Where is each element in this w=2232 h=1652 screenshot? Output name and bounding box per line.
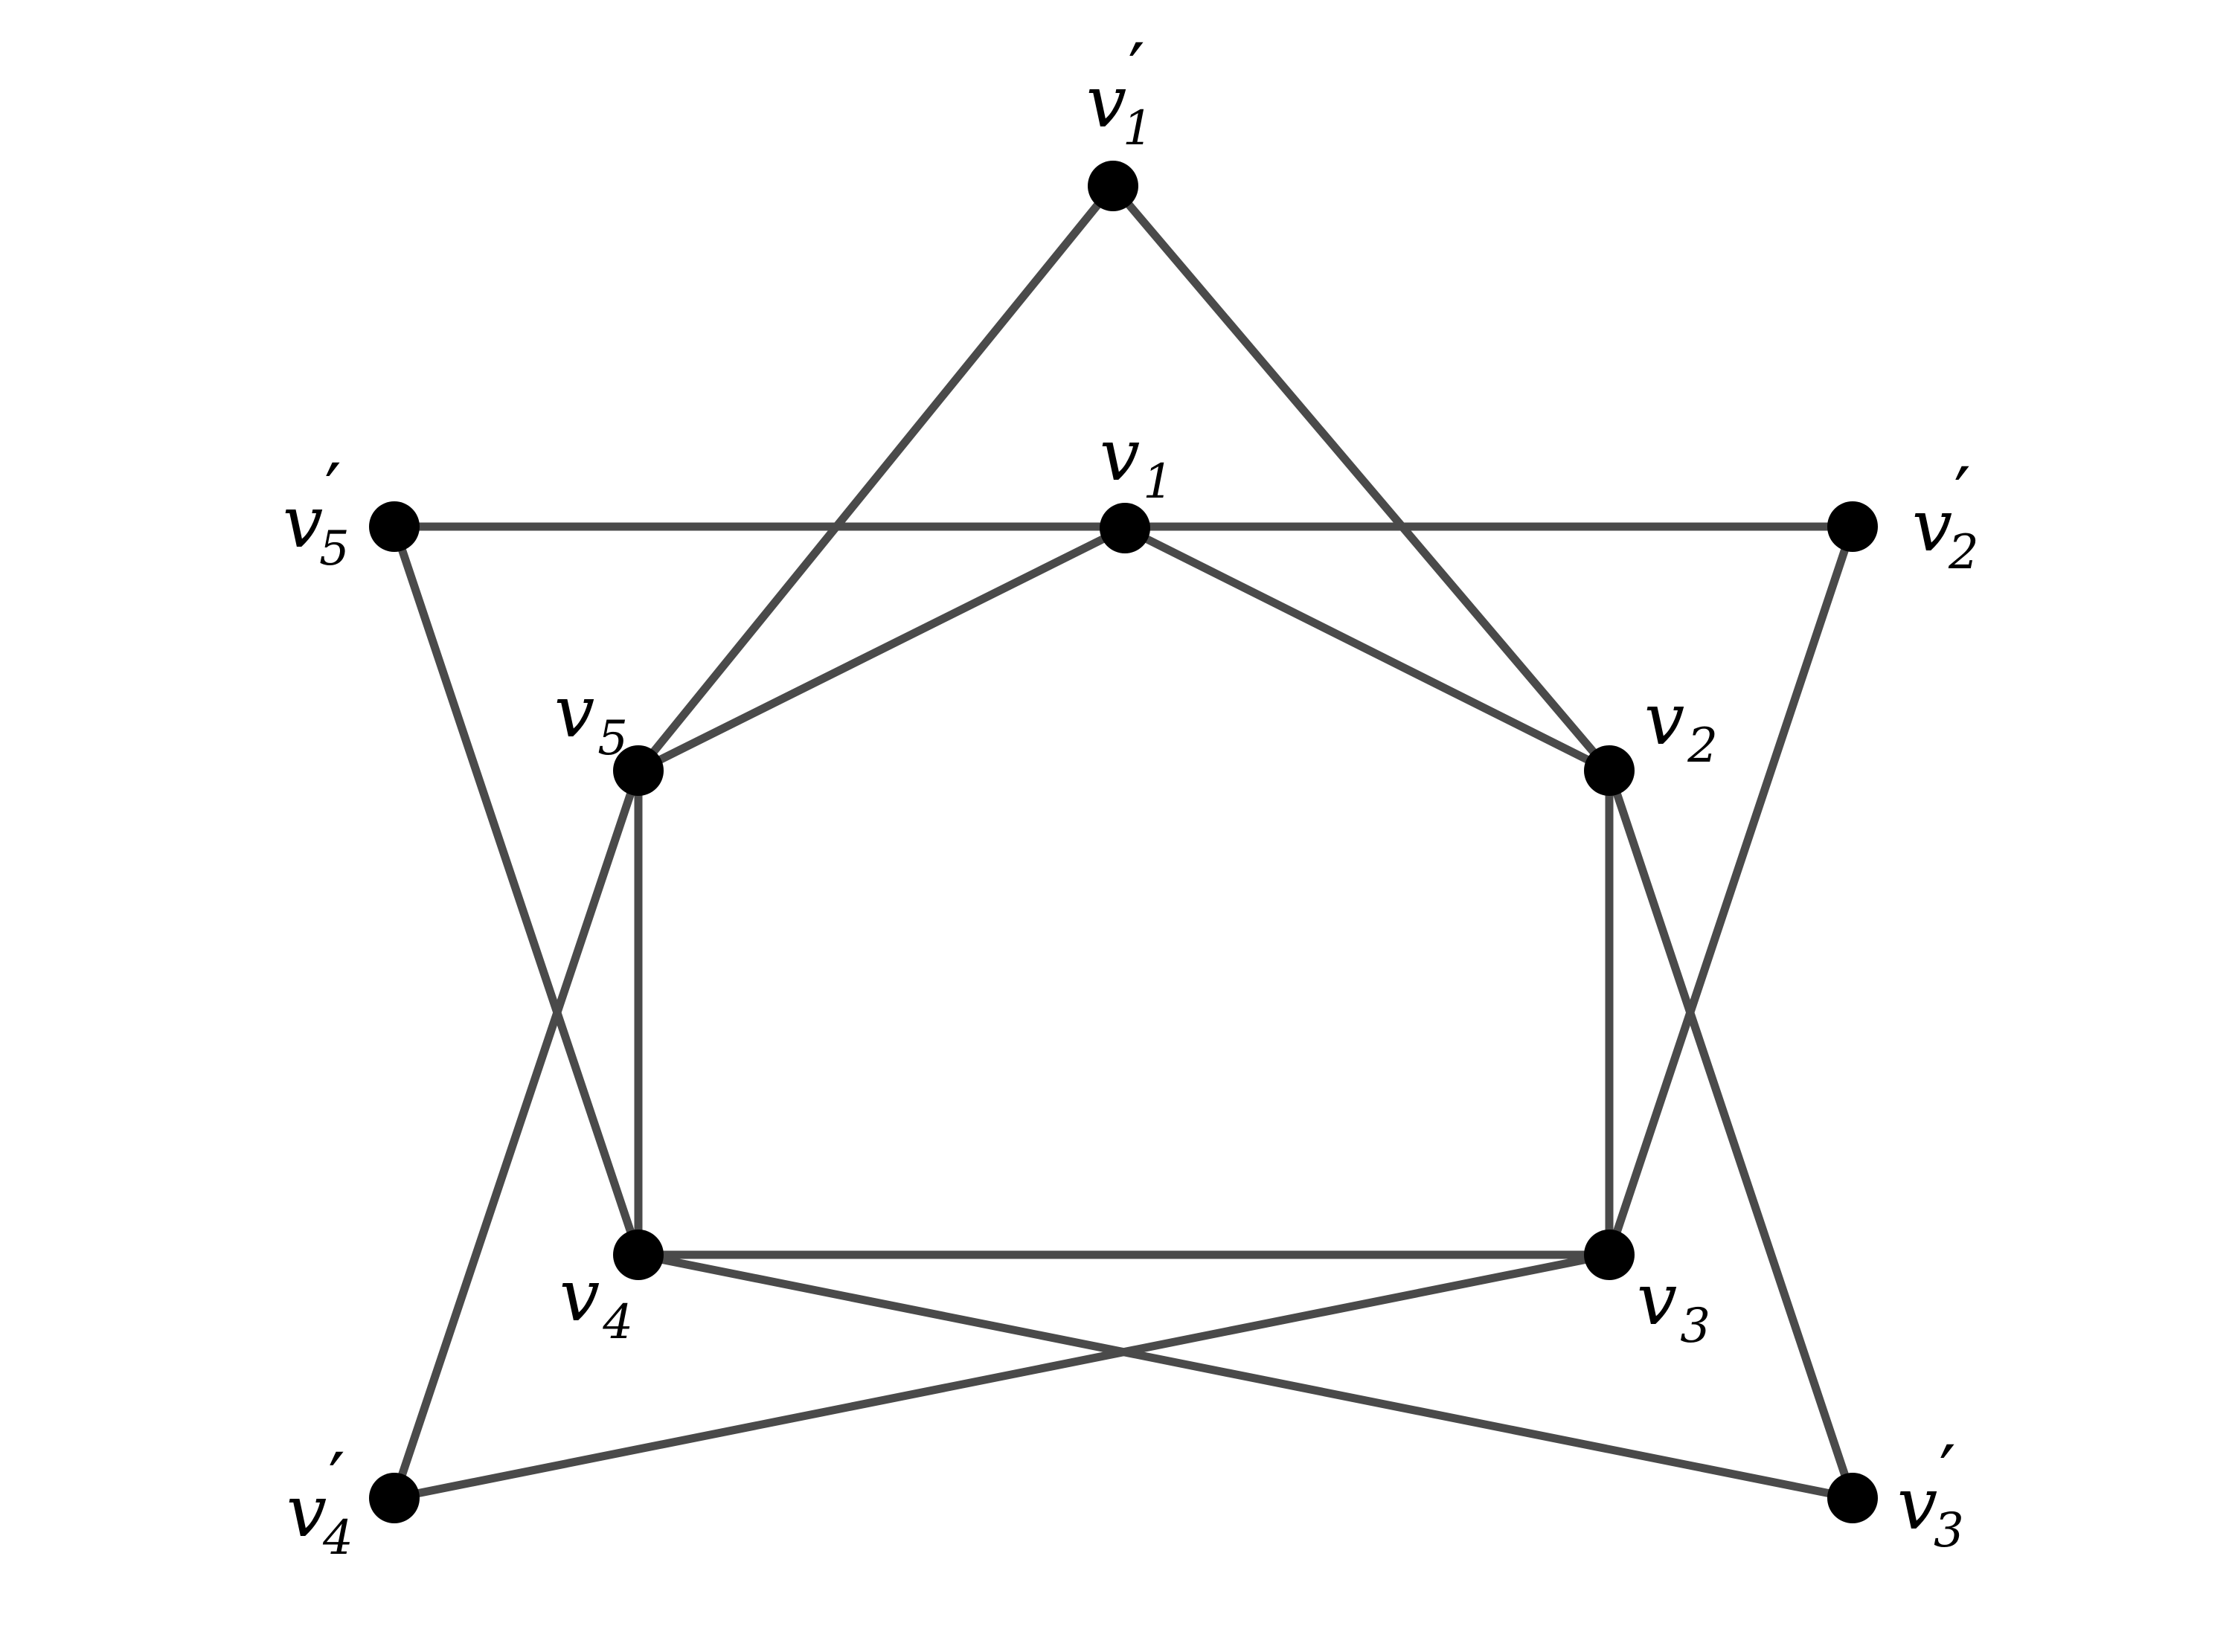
vertex-label-v2: v2 xyxy=(1644,678,1718,774)
vertex-v1 xyxy=(1100,503,1150,553)
label-subscript: 3 xyxy=(1934,1503,1964,1558)
edge-v1-v5 xyxy=(634,524,1129,775)
label-subscript: 2 xyxy=(1687,719,1718,774)
label-base: v xyxy=(1086,60,1126,144)
label-subscript: 5 xyxy=(319,521,350,576)
label-prime: ′ xyxy=(1128,28,1145,115)
edge-v1p-v2 xyxy=(1109,181,1614,775)
edge-v5p-v4 xyxy=(390,522,643,1259)
label-base: v xyxy=(1100,414,1140,497)
vertex-v2 xyxy=(1584,745,1635,796)
label-base: v xyxy=(1912,484,1952,568)
edge-v2-v3p xyxy=(1605,766,1857,1502)
vertex-v3 xyxy=(1584,1230,1635,1280)
label-base: v xyxy=(1897,1462,1937,1546)
vertex-label-v5p: v′5 xyxy=(283,448,350,576)
vertex-label-v4: v4 xyxy=(559,1254,633,1350)
vertex-label-v1p: v′1 xyxy=(1086,28,1153,156)
label-prime: ′ xyxy=(1939,1430,1956,1517)
label-base: v xyxy=(1637,1258,1677,1341)
edge-v1p-v5 xyxy=(634,181,1117,775)
edge-v5-v4p xyxy=(390,766,643,1502)
vertex-label-v5: v5 xyxy=(554,670,628,766)
vertex-v4 xyxy=(613,1230,664,1280)
vertex-v2p xyxy=(1827,501,1878,552)
edge-v2p-v3 xyxy=(1605,522,1857,1259)
edge-v4-v3p xyxy=(634,1250,1857,1502)
vertex-v5 xyxy=(613,745,664,796)
label-base: v xyxy=(1644,678,1684,761)
vertex-label-v3: v3 xyxy=(1637,1258,1710,1354)
label-base: v xyxy=(554,670,594,753)
edge-v4p-v3 xyxy=(390,1250,1614,1502)
vertex-v5p xyxy=(369,501,420,552)
vertex-label-v3p: v′3 xyxy=(1897,1430,1964,1558)
vertex-v4p xyxy=(369,1473,420,1523)
vertex-label-v1: v1 xyxy=(1100,414,1173,510)
vertex-v3p xyxy=(1827,1473,1878,1523)
label-prime: ′ xyxy=(1954,451,1971,539)
label-base: v xyxy=(286,1470,327,1553)
label-subscript: 2 xyxy=(1948,525,1979,580)
label-subscript: 1 xyxy=(1143,454,1173,510)
label-prime: ′ xyxy=(328,1437,345,1524)
label-subscript: 4 xyxy=(602,1295,633,1350)
vertices-group xyxy=(369,161,1878,1523)
label-subscript: 1 xyxy=(1123,101,1153,156)
label-base: v xyxy=(283,481,323,564)
vertex-label-v4p: v′4 xyxy=(286,1437,353,1566)
label-base: v xyxy=(559,1254,600,1337)
vertex-v1p xyxy=(1088,161,1138,211)
label-subscript: 3 xyxy=(1680,1299,1710,1354)
edge-v1-v2 xyxy=(1120,524,1614,775)
label-subscript: 4 xyxy=(322,1511,353,1566)
vertex-label-v2p: v′2 xyxy=(1912,451,1979,580)
edges-group xyxy=(390,181,1857,1502)
label-prime: ′ xyxy=(324,448,341,535)
label-subscript: 5 xyxy=(597,711,628,766)
